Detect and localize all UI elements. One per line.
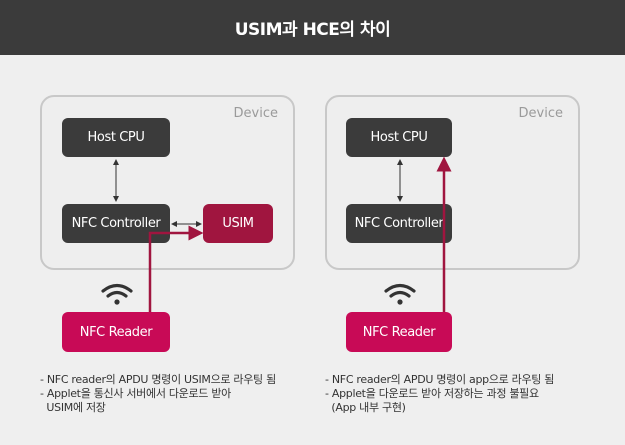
note-item: - Applet을 통신사 서버에서 다운로드 받아	[40, 387, 231, 400]
wireless-signal-icon	[101, 283, 133, 305]
usim-notes: - NFC reader의 APDU 명령이 USIM으로 라우팅 됨 - Ap…	[40, 373, 276, 415]
wireless-signal-icon	[384, 283, 416, 305]
note-item: - NFC reader의 APDU 명령이 app으로 라우팅 됨	[325, 373, 555, 386]
nfc-reader-box: NFC Reader	[62, 312, 170, 352]
usim-box: USIM	[203, 204, 273, 243]
host-cpu-box: Host CPU	[62, 118, 170, 157]
note-item: (App 내부 구현)	[325, 401, 406, 414]
page-title: USIM과 HCE의 차이	[0, 0, 625, 55]
apdu-route-to-usim	[148, 225, 204, 312]
host-cpu-box: Host CPU	[346, 118, 452, 157]
note-item: USIM에 저장	[40, 401, 106, 414]
nfc-controller-box: NFC Controller	[62, 204, 170, 243]
nfc-controller-box: NFC Controller	[346, 204, 452, 243]
device-label: Device	[518, 106, 563, 121]
note-item: - NFC reader의 APDU 명령이 USIM으로 라우팅 됨	[40, 373, 276, 386]
note-item: - Applet을 다운로드 받아 저장하는 과정 불필요	[325, 387, 539, 400]
nfc-reader-box: NFC Reader	[346, 312, 452, 352]
hce-notes: - NFC reader의 APDU 명령이 app으로 라우팅 됨 - App…	[325, 373, 554, 415]
device-label: Device	[233, 106, 278, 121]
